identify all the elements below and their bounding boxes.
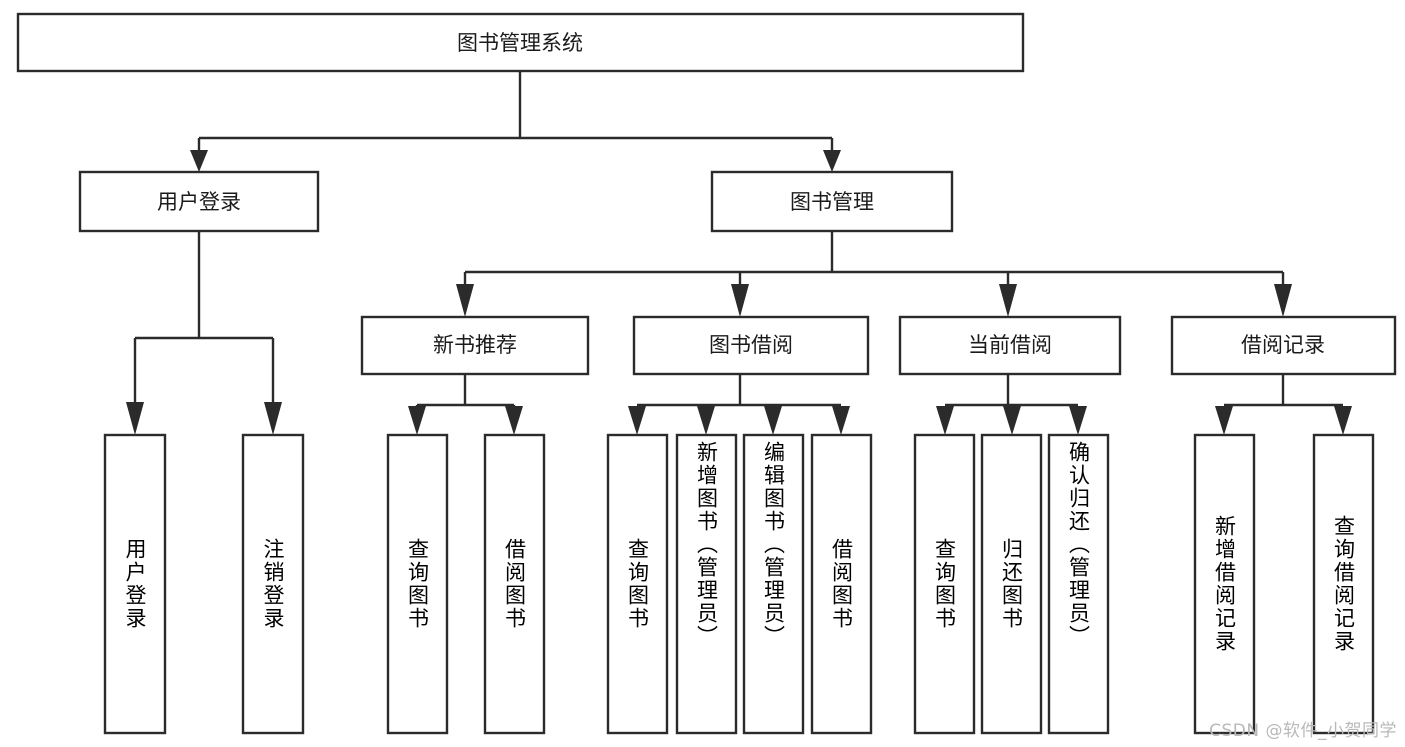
node-leaf-edit-book-box[interactable]: [742, 433, 805, 735]
node-leaf-query-book-2-label: 查询图书: [625, 538, 650, 630]
node-root-label: 图书管理系统: [457, 31, 583, 55]
arrow-head-leaf-user-logout: [264, 402, 282, 435]
node-leaf-edit-book-label: 编辑图书（管理员）: [761, 441, 786, 648]
node-leaf-add-book-label: 新增图书（管理员）: [694, 441, 719, 648]
arrow-head-leaf-add-record: [1215, 406, 1233, 435]
node-leaf-query-book-2-box[interactable]: [606, 433, 669, 735]
arrow-head-user-login: [190, 150, 208, 172]
arrow-head-leaf-borrow-book-1: [505, 406, 523, 435]
node-leaf-return-book[interactable]: 归还图书: [980, 433, 1043, 735]
node-new-book-recommend[interactable]: 新书推荐: [360, 315, 590, 376]
node-leaf-add-record-label: 新增借阅记录: [1212, 515, 1237, 653]
arrow-head-new-book-recommend: [456, 284, 474, 317]
arrow-head-current-borrow: [999, 284, 1017, 317]
node-new-book-recommend-box[interactable]: [360, 315, 590, 376]
node-new-book-recommend-label: 新书推荐: [433, 333, 517, 357]
node-leaf-return-book-label: 归还图书: [999, 538, 1024, 630]
node-leaf-query-book-1-label: 查询图书: [405, 538, 430, 630]
node-borrow-record-box[interactable]: [1170, 315, 1397, 376]
node-user-login-label: 用户登录: [157, 190, 241, 214]
node-leaf-borrow-book-1-label: 借阅图书: [502, 538, 527, 630]
arrow-head-leaf-confirm-return: [1069, 406, 1087, 435]
node-leaf-query-book-3-box[interactable]: [913, 433, 976, 735]
node-leaf-add-record-box[interactable]: [1193, 433, 1256, 735]
arrow-head-leaf-return-book: [1003, 406, 1021, 435]
node-leaf-edit-book-label-wrap: 编辑图书（管理员）: [761, 441, 786, 648]
arrow-head-leaf-borrow-book-2: [832, 406, 850, 435]
arrow-head-leaf-query-book-3: [936, 406, 954, 435]
arrow-head-book-management: [823, 150, 841, 172]
node-leaf-user-logout-label: 注销登录: [261, 538, 285, 630]
node-leaf-query-book-1[interactable]: 查询图书: [386, 433, 449, 735]
node-leaf-user-logout-box[interactable]: [241, 433, 305, 735]
node-leaf-borrow-book-1-label-wrap: 借阅图书: [502, 538, 527, 630]
node-leaf-query-book-2[interactable]: 查询图书: [606, 433, 669, 735]
arrow-head-leaf-query-book-2: [628, 406, 646, 435]
node-leaf-add-book[interactable]: 新增图书（管理员）: [675, 433, 738, 735]
node-current-borrow[interactable]: 当前借阅: [898, 315, 1122, 376]
node-borrow-record-label: 借阅记录: [1241, 333, 1325, 357]
node-leaf-user-login[interactable]: 用户登录: [103, 433, 167, 735]
node-book-management-label: 图书管理: [790, 190, 874, 214]
node-leaf-borrow-book-1[interactable]: 借阅图书: [483, 433, 546, 735]
node-leaf-query-book-3[interactable]: 查询图书: [913, 433, 976, 735]
node-leaf-borrow-book-2[interactable]: 借阅图书: [810, 433, 873, 735]
node-current-borrow-box[interactable]: [898, 315, 1122, 376]
node-borrow-record[interactable]: 借阅记录: [1170, 315, 1397, 376]
node-book-management-box[interactable]: [710, 170, 954, 233]
node-book-management[interactable]: 图书管理: [710, 170, 954, 233]
node-leaf-user-logout-label-wrap: 注销登录: [261, 538, 285, 630]
node-leaf-add-book-label-wrap: 新增图书（管理员）: [694, 441, 719, 648]
node-leaf-borrow-book-2-label: 借阅图书: [829, 538, 854, 630]
node-user-login-box[interactable]: [78, 170, 320, 233]
node-leaf-return-book-box[interactable]: [980, 433, 1043, 735]
node-book-borrow-label: 图书借阅: [709, 333, 793, 357]
arrow-head-leaf-edit-book: [764, 406, 782, 435]
node-leaf-add-book-box[interactable]: [675, 433, 738, 735]
node-leaf-confirm-return[interactable]: 确认归还（管理员）: [1047, 433, 1110, 735]
node-leaf-borrow-book-1-box[interactable]: [483, 433, 546, 735]
node-leaf-query-book-3-label: 查询图书: [932, 538, 957, 630]
arrow-head-leaf-add-book: [697, 406, 715, 435]
arrow-head-leaf-user-login: [126, 402, 144, 435]
node-leaf-user-login-box[interactable]: [103, 433, 167, 735]
node-leaf-borrow-book-2-box[interactable]: [810, 433, 873, 735]
node-leaf-query-record[interactable]: 查询借阅记录: [1312, 433, 1375, 735]
node-leaf-query-record-box[interactable]: [1312, 433, 1375, 735]
node-book-borrow-box[interactable]: [632, 315, 870, 376]
node-leaf-query-book-3-label-wrap: 查询图书: [932, 538, 957, 630]
node-book-borrow[interactable]: 图书借阅: [632, 315, 870, 376]
node-leaf-edit-book[interactable]: 编辑图书（管理员）: [742, 433, 805, 735]
node-leaf-query-record-label-wrap: 查询借阅记录: [1331, 515, 1356, 653]
node-leaf-confirm-return-box[interactable]: [1047, 433, 1110, 735]
arrow-head-leaf-query-record: [1334, 406, 1352, 435]
node-leaf-user-logout[interactable]: 注销登录: [241, 433, 305, 735]
node-leaf-add-record-label-wrap: 新增借阅记录: [1212, 515, 1237, 653]
node-root-box[interactable]: [16, 12, 1025, 73]
node-leaf-confirm-return-label-wrap: 确认归还（管理员）: [1066, 441, 1091, 648]
node-leaf-user-login-label: 用户登录: [123, 538, 147, 630]
node-leaf-return-book-label-wrap: 归还图书: [999, 538, 1024, 630]
node-leaf-query-record-label: 查询借阅记录: [1331, 515, 1356, 653]
arrow-head-leaf-query-book-1: [408, 406, 426, 435]
node-leaf-add-record[interactable]: 新增借阅记录: [1193, 433, 1256, 735]
node-root[interactable]: 图书管理系统: [16, 12, 1025, 73]
node-leaf-confirm-return-label: 确认归还（管理员）: [1066, 441, 1091, 648]
node-leaf-query-book-1-label-wrap: 查询图书: [405, 538, 430, 630]
node-leaf-query-book-2-label-wrap: 查询图书: [625, 538, 650, 630]
node-leaf-user-login-label-wrap: 用户登录: [123, 538, 147, 630]
csdn-watermark: CSDN @软件_小贺同学: [1209, 721, 1397, 741]
arrow-head-book-borrow: [731, 284, 749, 317]
node-leaf-borrow-book-2-label-wrap: 借阅图书: [829, 538, 854, 630]
arrow-head-borrow-record: [1274, 284, 1292, 317]
node-current-borrow-label: 当前借阅: [968, 333, 1052, 357]
node-user-login[interactable]: 用户登录: [78, 170, 320, 233]
node-leaf-query-book-1-box[interactable]: [386, 433, 449, 735]
connector-layer: [126, 71, 1352, 435]
